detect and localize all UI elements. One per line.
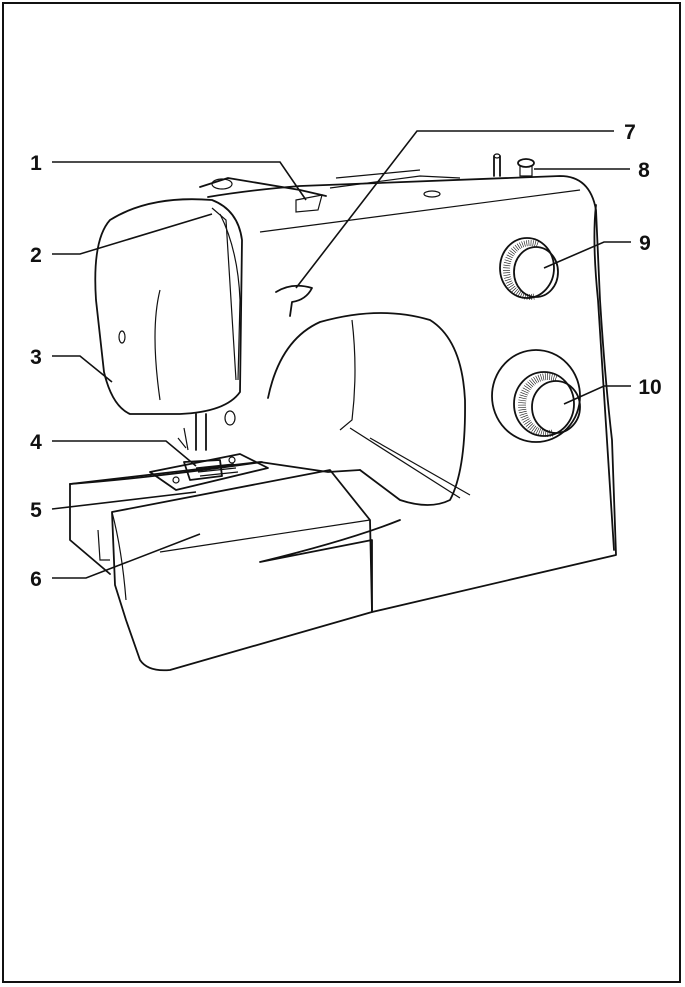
bobbin-thread-guide [275, 284, 313, 317]
leader-5 [51, 491, 197, 510]
leader-9 [543, 241, 631, 269]
callout-3: 3 [30, 346, 42, 369]
leader-4 [52, 440, 197, 467]
callout-2: 2 [30, 244, 42, 267]
leader-7 [295, 130, 614, 289]
needle-bar [195, 413, 207, 451]
head-cover [94, 198, 243, 415]
callout-7: 7 [624, 121, 636, 144]
leader-2 [52, 213, 213, 255]
stitch-length-dial [499, 237, 559, 300]
callout-10: 10 [638, 376, 661, 399]
accessory-box [111, 469, 373, 672]
thread-guide [199, 177, 327, 197]
callout-6: 6 [30, 568, 42, 591]
callout-4: 4 [30, 431, 42, 454]
needle-plate [149, 453, 269, 491]
callout-leaders [51, 130, 631, 579]
leader-1 [52, 161, 307, 201]
leader-3 [52, 355, 113, 383]
callout-9: 9 [639, 232, 651, 255]
bobbin-winder [517, 158, 535, 168]
base-plate [69, 461, 361, 485]
leader-6 [52, 533, 201, 579]
callout-8: 8 [638, 159, 650, 182]
arm-opening [267, 312, 466, 506]
leader-10 [563, 385, 631, 405]
sewing-machine-illustration [69, 153, 617, 672]
callout-5: 5 [30, 499, 42, 522]
callout-labels: 1 2 3 4 5 6 7 8 9 10 [30, 121, 662, 591]
spool-pin [493, 155, 501, 177]
callout-1: 1 [30, 152, 42, 175]
pattern-selector-dial [491, 349, 581, 443]
